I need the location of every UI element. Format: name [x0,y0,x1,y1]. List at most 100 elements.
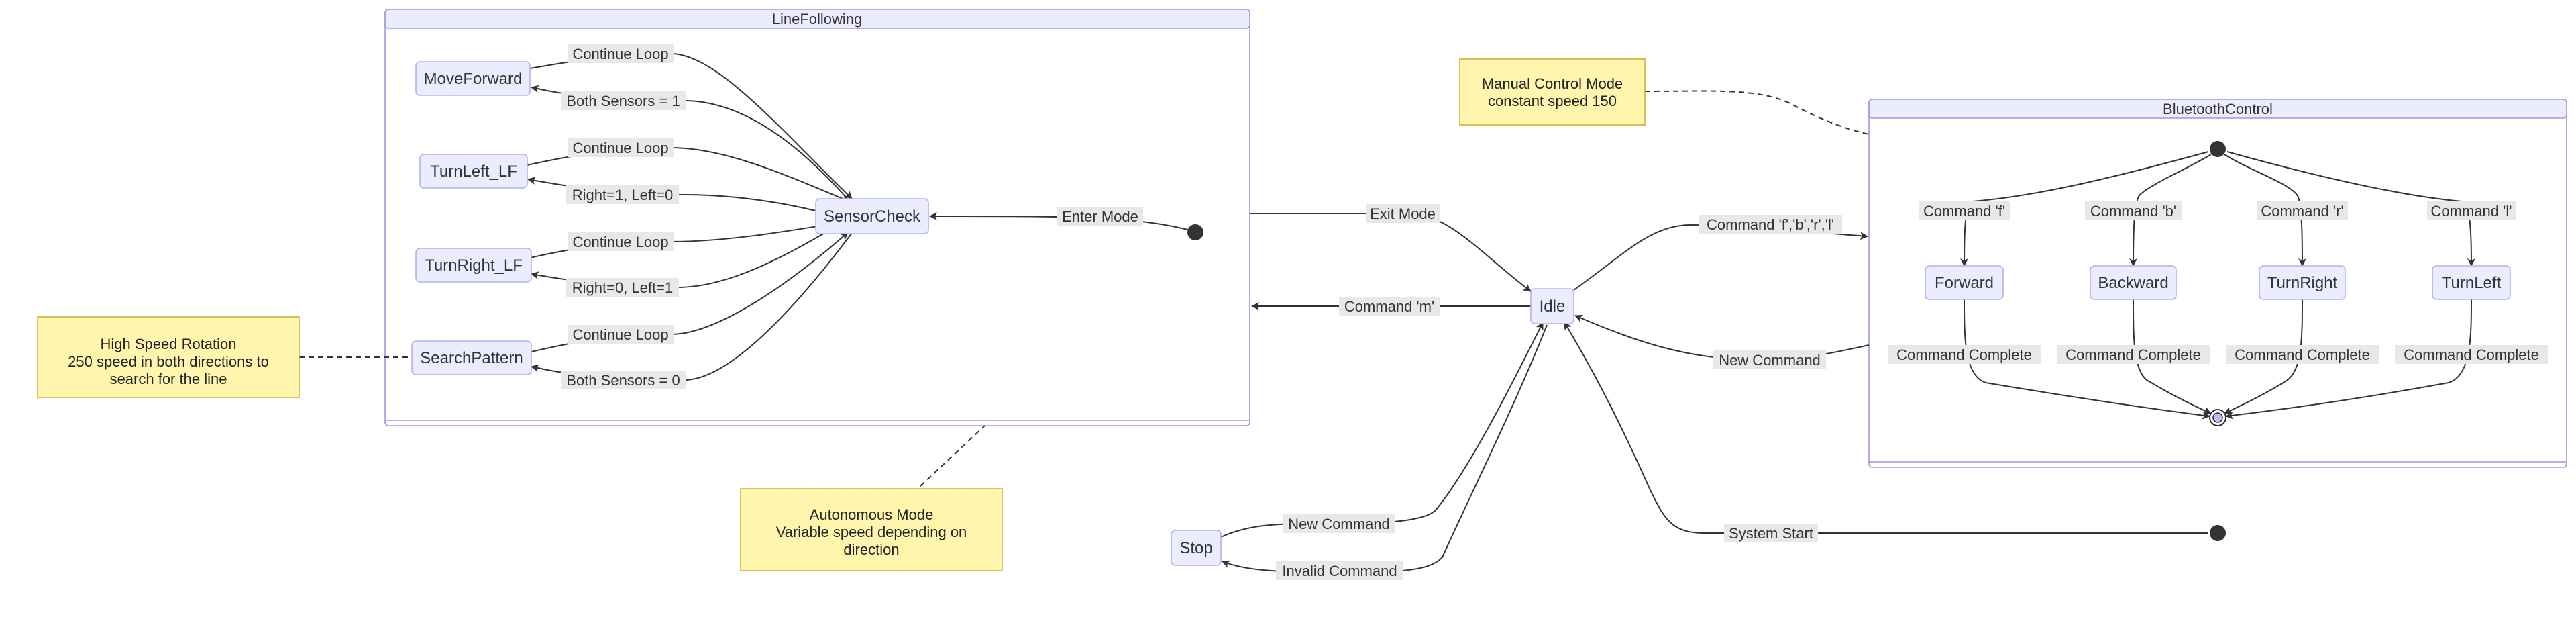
state-turn-right[interactable]: TurnRight [2259,265,2346,300]
label-sp-back: Both Sensors = 0 [561,371,686,389]
state-backward[interactable]: Backward [2090,265,2177,300]
note-autonomous-mode: Autonomous Mode Variable speed depending… [740,488,1003,571]
svg-text:search for the line: search for the line [110,371,227,387]
state-turn-left[interactable]: TurnLeft [2432,265,2511,300]
edges-bluetooth [1960,151,2475,420]
svg-text:Command 'r': Command 'r' [2261,203,2343,220]
start-node-line-following [1187,224,1203,240]
label-cmd-r: Command 'r' [2257,201,2348,220]
edge-turnright-to-end [2224,299,2303,414]
label-invalid-command: Invalid Command [1276,561,1403,580]
edge-forward-to-end [1964,299,2210,420]
svg-text:Right=0, Left=1: Right=0, Left=1 [572,279,673,296]
state-forward[interactable]: Forward [1925,265,2004,300]
svg-text:direction: direction [843,541,899,558]
svg-text:Forward: Forward [1935,274,1994,292]
svg-text:Idle: Idle [1540,297,1566,316]
edge-bt-start-to-turnleft [2226,151,2475,267]
svg-text:TurnRight_LF: TurnRight_LF [425,256,523,275]
label-new-command-bt: New Command [1713,350,1826,369]
edge-bt-start-to-backward [2129,154,2212,267]
state-turn-left-lf[interactable]: TurnLeft_LF [419,154,528,189]
end-node-bluetooth-inner [2212,412,2223,423]
label-new-command-stop: New Command [1283,514,1395,533]
label-mf-continue: Continue Loop [568,44,674,63]
label-tr-continue: Continue Loop [568,232,674,251]
svg-text:Both Sensors = 0: Both Sensors = 0 [566,372,680,389]
label-mf-back: Both Sensors = 1 [561,91,686,110]
label-cmd-l: Command 'l' [2427,201,2516,220]
svg-text:Command 'f','b','r','l': Command 'f','b','r','l' [1707,216,1834,233]
svg-text:Manual Control Mode: Manual Control Mode [1482,75,1623,92]
state-idle[interactable]: Idle [1530,288,1574,324]
start-node-system [2210,525,2226,541]
edge-start-to-idle [1564,322,2208,534]
note-links [299,90,1870,487]
label-done-r: Command Complete [2226,345,2379,364]
svg-text:Enter Mode: Enter Mode [1062,208,1138,225]
svg-text:TurnLeft: TurnLeft [2442,274,2502,292]
edge-idle-to-bluetooth [1573,224,1868,291]
svg-text:SensorCheck: SensorCheck [824,207,921,226]
edge-turnleft-to-end [2225,299,2472,420]
svg-text:Continue Loop: Continue Loop [572,234,668,250]
svg-text:Variable speed depending on: Variable speed depending on [776,524,967,540]
svg-text:SearchPattern: SearchPattern [420,349,523,367]
edge-idle-to-stop [1222,324,1548,573]
label-exit-mode: Exit Mode [1366,204,1440,223]
edge-backward-to-end [2133,299,2212,414]
svg-text:Command 'l': Command 'l' [2431,203,2512,220]
svg-text:250 speed in both directions t: 250 speed in both directions to [68,353,269,370]
svg-text:Command Complete: Command Complete [1896,346,2032,363]
svg-text:Command Complete: Command Complete [2404,346,2539,363]
edge-bt-start-to-turnright [2224,154,2306,267]
svg-text:Continue Loop: Continue Loop [572,326,668,343]
state-search-pattern[interactable]: SearchPattern [411,340,532,375]
svg-text:TurnLeft_LF: TurnLeft_LF [430,162,517,181]
svg-text:Command 'm': Command 'm' [1344,298,1434,315]
label-sp-continue: Continue Loop [568,325,674,344]
state-turn-right-lf[interactable]: TurnRight_LF [415,248,532,283]
markers [1187,141,2226,541]
label-enter-mode: Enter Mode [1057,207,1143,226]
svg-text:Continue Loop: Continue Loop [572,46,668,62]
note-link-manual [1644,90,1870,135]
label-command-fbrl: Command 'f','b','r','l' [1699,215,1842,234]
label-tl-back: Right=1, Left=0 [566,185,679,204]
label-system-start: System Start [1724,524,1818,542]
label-tl-continue: Continue Loop [568,138,674,157]
start-node-bluetooth [2210,141,2226,157]
state-sensor-check[interactable]: SensorCheck [815,198,929,234]
svg-text:Command Complete: Command Complete [2235,346,2370,363]
state-stop[interactable]: Stop [1171,530,1222,566]
svg-text:New Command: New Command [1288,516,1390,532]
state-move-forward[interactable]: MoveForward [415,61,531,96]
edge-stop-to-idle [1220,322,1544,538]
label-command-m: Command 'm' [1339,297,1440,316]
svg-text:constant speed 150: constant speed 150 [1488,93,1617,109]
label-tr-back: Right=0, Left=1 [566,278,679,297]
edge-bt-start-to-forward [1960,151,2209,267]
label-cmd-b: Command 'b' [2085,201,2182,220]
svg-text:Exit Mode: Exit Mode [1370,205,1436,222]
edge-labels: Continue Loop Both Sensors = 1 Continue … [561,44,2548,580]
svg-text:Both Sensors = 1: Both Sensors = 1 [566,93,680,109]
svg-text:Right=1, Left=0: Right=1, Left=0 [572,187,673,203]
cluster-title-bluetooth-control: BluetoothControl [2163,101,2273,117]
svg-text:Command 'f': Command 'f' [1923,203,2005,220]
svg-text:High Speed Rotation: High Speed Rotation [100,336,236,352]
label-done-l: Command Complete [2395,345,2548,364]
cluster-title-line-following: LineFollowing [772,11,863,28]
svg-text:Command Complete: Command Complete [2065,346,2201,363]
svg-text:Command 'b': Command 'b' [2090,203,2176,220]
note-manual-control: Manual Control Mode constant speed 150 [1459,58,1646,126]
svg-text:New Command: New Command [1719,352,1821,369]
svg-text:Backward: Backward [2098,274,2168,292]
label-done-b: Command Complete [2057,345,2210,364]
svg-text:Stop: Stop [1179,539,1212,557]
svg-text:MoveForward: MoveForward [424,70,523,88]
note-high-speed-rotation: High Speed Rotation 250 speed in both di… [37,316,300,398]
edge-linefollowing-to-idle [1250,213,1532,292]
svg-text:TurnRight: TurnRight [2267,274,2338,292]
states: MoveForward TurnLeft_LF TurnRight_LF Sea… [411,61,2511,566]
